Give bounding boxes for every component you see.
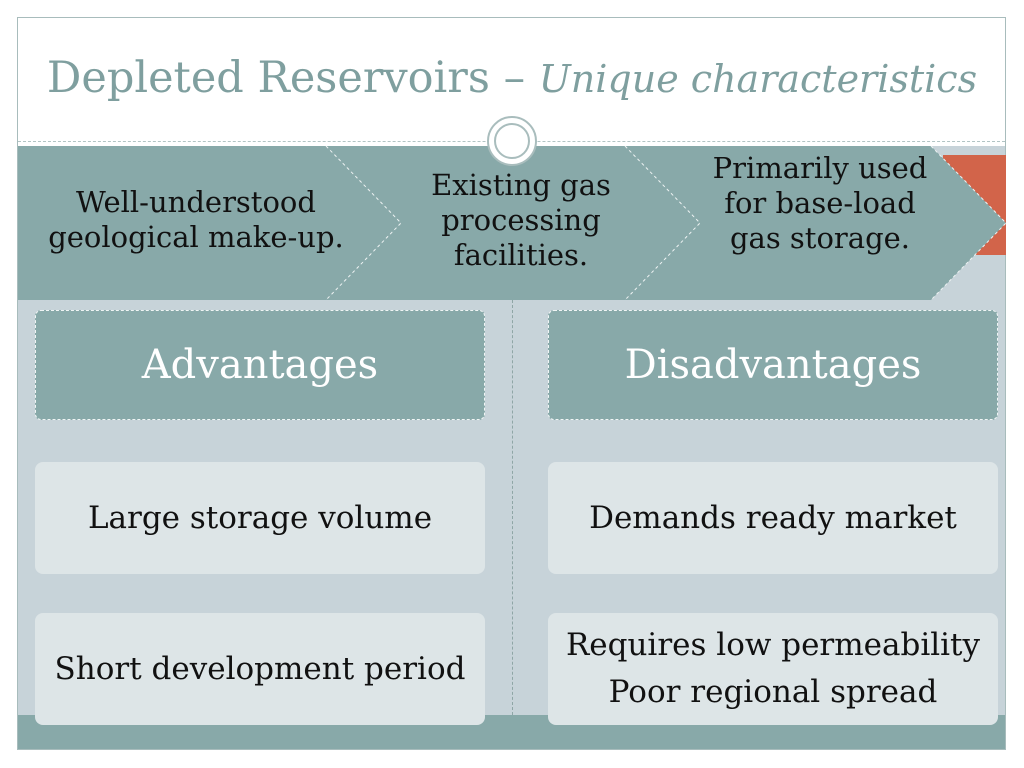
- column-divider: [512, 300, 513, 715]
- chevron-shape-1: [18, 146, 401, 300]
- chevron-label-2: Existing gas processing facilities.: [431, 168, 611, 272]
- advantages-header: Advantages: [35, 310, 485, 420]
- disadvantage-item-1: Demands ready market: [548, 462, 998, 574]
- advantage-item-2: Short development period: [35, 613, 485, 725]
- chevron-label-1: Well-understood geological make-up.: [48, 185, 344, 254]
- advantage-item-1: Large storage volume: [35, 462, 485, 574]
- disadvantages-header-label: Disadvantages: [624, 342, 922, 388]
- disadvantage-item-1-text: Demands ready market: [589, 499, 957, 536]
- ring-ornament: [487, 116, 537, 166]
- title-subtitle: Unique characteristics: [538, 57, 978, 101]
- disadvantages-header: Disadvantages: [548, 310, 998, 420]
- chevron-shape-3: [625, 146, 1006, 300]
- chevron-label-3: Primarily used for base-load gas storage…: [712, 151, 928, 255]
- title-main: Depleted Reservoirs –: [46, 53, 526, 103]
- chevron-process: [18, 146, 1007, 300]
- disadvantage-item-2-line-1: Requires low permeability: [565, 627, 981, 663]
- advantage-item-1-text: Large storage volume: [87, 499, 433, 536]
- disadvantage-item-2: Requires low permeability Poor regional …: [548, 613, 998, 725]
- advantages-header-label: Advantages: [141, 342, 379, 388]
- chevron-shape-2: [326, 146, 700, 300]
- disadvantage-item-2-line-2: Poor regional spread: [608, 674, 938, 710]
- advantage-item-2-text: Short development period: [54, 650, 466, 687]
- slide-title: Depleted Reservoirs – Unique characteris…: [0, 52, 1024, 105]
